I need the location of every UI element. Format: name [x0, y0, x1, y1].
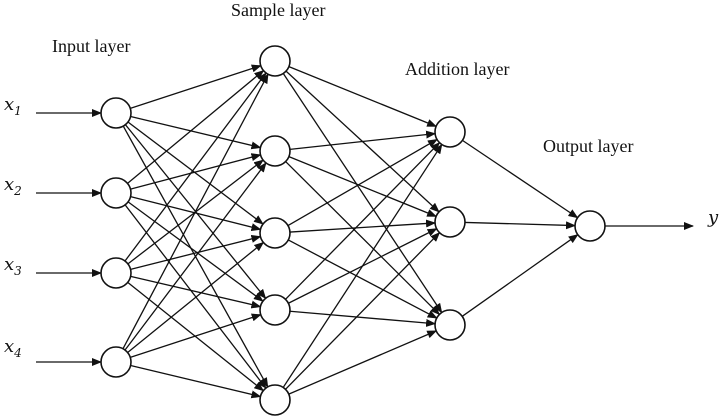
- input-node-4: [100, 346, 132, 378]
- sample-node-4: [259, 294, 291, 326]
- edge-addition3-output1: [461, 234, 579, 317]
- edge-input2-sample3: [130, 196, 262, 232]
- edge-input2-sample2: [130, 153, 262, 190]
- edge-sample2-addition2: [288, 156, 438, 217]
- edge-sample2-addition1: [289, 130, 437, 151]
- sample-node-2: [259, 135, 291, 167]
- edge-sample3-addition3: [287, 239, 438, 319]
- edge-sample4-addition3: [289, 310, 437, 327]
- output-y-label: y: [707, 207, 719, 228]
- edge-sample4-addition1: [285, 141, 441, 300]
- sample-node-1: [259, 45, 291, 77]
- edge-input4-sample2: [124, 162, 267, 351]
- edge-sample5-addition2: [285, 231, 441, 390]
- network-nodes: [100, 45, 606, 416]
- edge-input4-sample4: [130, 313, 262, 358]
- edge-input1-sample2: [130, 115, 262, 150]
- addition-node-2: [434, 206, 466, 238]
- edge-input3-sample1: [124, 72, 267, 262]
- edge-input4-sample1: [122, 73, 269, 350]
- input-x2-label: x2: [4, 174, 22, 198]
- connection-edges: [36, 64, 694, 399]
- edge-input3-sample3: [130, 234, 262, 270]
- edge-sample5-addition1: [282, 143, 443, 388]
- edge-input4-sample5: [130, 364, 262, 399]
- edge-sample1-addition3: [282, 73, 443, 314]
- input-node-2: [100, 177, 132, 209]
- input-node-1: [100, 97, 132, 129]
- sample-layer-label: Sample layer: [231, 0, 325, 20]
- edge-input2-sample5: [124, 204, 267, 389]
- edge-input4-sample3: [127, 241, 265, 354]
- edge-addition1-output1: [462, 139, 579, 219]
- sample-node-5: [259, 384, 291, 416]
- sample-node-3: [259, 217, 291, 249]
- addition-layer-label: Addition layer: [405, 59, 509, 79]
- output-node-1: [574, 210, 606, 242]
- input-x1-label: x1: [4, 94, 22, 118]
- edge-sample3-addition2: [289, 219, 437, 233]
- input-x3-label: x3: [4, 254, 22, 278]
- edge-sample1-addition1: [288, 66, 438, 127]
- addition-node-3: [434, 309, 466, 341]
- edge-input2-sample1: [127, 69, 265, 184]
- edge-sample3-addition1: [287, 138, 438, 227]
- input-node-3: [100, 257, 132, 289]
- edge-sample5-addition3: [288, 330, 438, 395]
- edge-input2-sample4: [127, 201, 264, 302]
- input-x4-label: x4: [4, 336, 22, 360]
- edge-sample2-addition3: [285, 161, 441, 316]
- input-layer-label: Input layer: [52, 36, 130, 56]
- output-layer-label: Output layer: [543, 136, 633, 156]
- edge-addition2-output1: [464, 221, 577, 230]
- edge-input1-sample1: [130, 64, 262, 109]
- edge-input3-sample4: [130, 275, 262, 309]
- addition-node-1: [434, 116, 466, 148]
- edge-input1-sample3: [127, 121, 264, 225]
